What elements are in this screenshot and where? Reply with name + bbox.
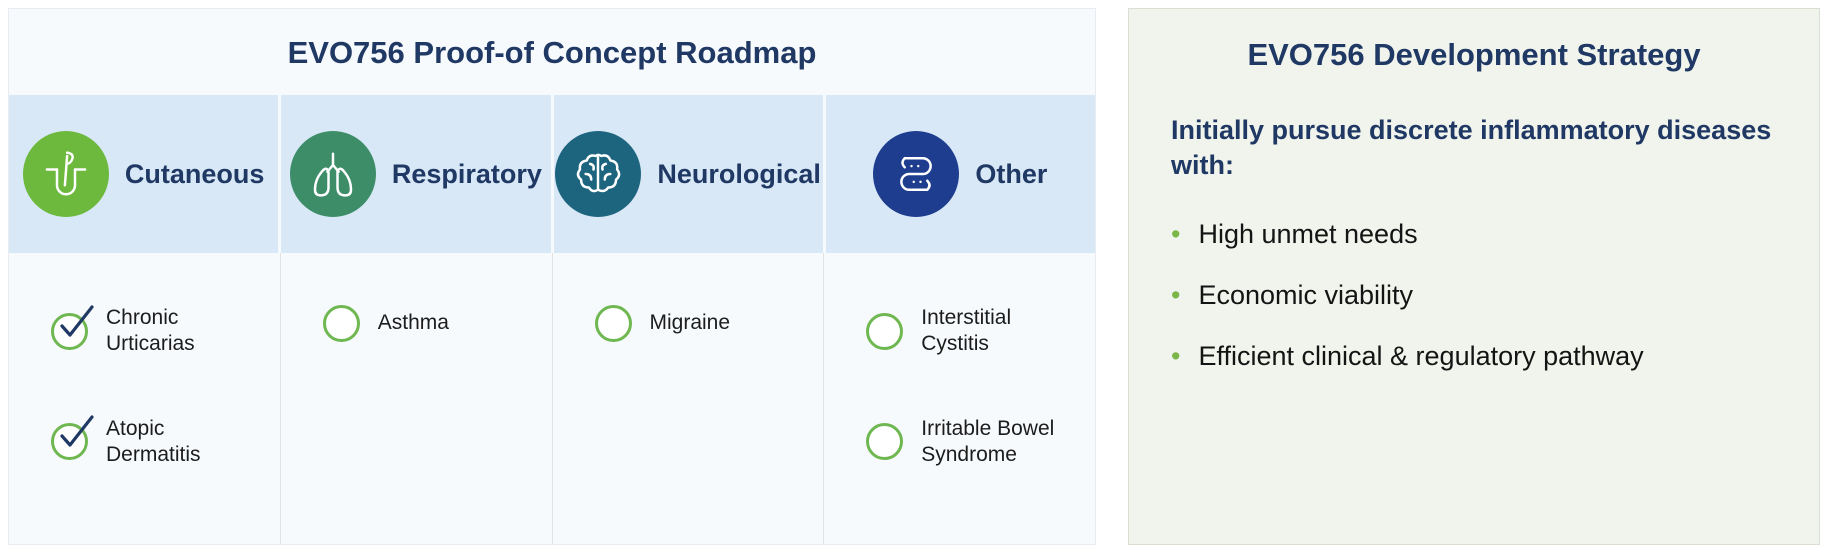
disease-item-interstitial-cystitis: Interstitial Cystitis <box>866 305 1077 358</box>
disease-item-asthma: Asthma <box>322 305 534 342</box>
strategy-bullet-item: • High unmet needs <box>1171 217 1777 252</box>
cutaneous-circle <box>22 131 109 217</box>
strategy-bullet-item: • Economic viability <box>1171 278 1777 313</box>
strategy-bullet-text: Economic viability <box>1198 280 1414 311</box>
disease-item-migraine: Migraine <box>594 305 806 342</box>
checkbox-icon <box>866 423 904 461</box>
disease-item-irritable-bowel-syndrome: Irritable Bowel Syndrome <box>866 416 1077 469</box>
roadmap-panel: EVO756 Proof-of Concept Roadmap Cutaneou… <box>8 8 1096 545</box>
neurological-list: Migraine <box>551 253 824 544</box>
other-label: Other <box>975 158 1048 189</box>
disease-list-band: Chronic Urticarias Atopic Dermatitis Ast… <box>9 253 1095 544</box>
disease-label: Interstitial Cystitis <box>921 306 1012 356</box>
checkbox-icon <box>594 305 632 342</box>
bullet-dot-icon: • <box>1171 341 1181 372</box>
category-other: Other <box>822 95 1095 253</box>
checkbox-icon <box>322 305 360 342</box>
respiratory-circle <box>289 131 376 217</box>
strategy-intro: Initially pursue discrete inflammatory d… <box>1171 115 1772 181</box>
disease-item-chronic-urticarias: Chronic Urticarias <box>51 305 262 358</box>
bullet-dot-icon: • <box>1171 219 1181 250</box>
cutaneous-label: Cutaneous <box>124 158 265 189</box>
disease-item-atopic-dermatitis: Atopic Dermatitis <box>51 415 262 469</box>
intestine-icon <box>900 157 933 191</box>
other-list: Interstitial Cystitis Irritable Bowel Sy… <box>823 253 1095 544</box>
brain-icon <box>577 153 621 193</box>
disease-label: Irritable Bowel Syndrome <box>921 416 1055 466</box>
cutaneous-list: Chronic Urticarias Atopic Dermatitis <box>9 253 280 544</box>
strategy-bullet-list: • High unmet needs • Economic viability … <box>1171 217 1777 374</box>
strategy-bullet-text: Efficient clinical & regulatory pathway <box>1198 341 1644 372</box>
category-cutaneous: Cutaneous <box>9 95 279 253</box>
disease-label: Atopic Dermatitis <box>106 416 201 466</box>
follicle-icon <box>45 151 87 196</box>
disease-label: Migraine <box>649 311 731 335</box>
lungs-icon <box>313 152 353 197</box>
strategy-panel: EVO756 Development Strategy Initially pu… <box>1128 8 1820 545</box>
strategy-title: EVO756 Development Strategy <box>1247 37 1701 72</box>
bullet-dot-icon: • <box>1171 280 1181 311</box>
other-circle <box>873 131 960 217</box>
respiratory-list: Asthma <box>279 253 552 544</box>
category-neurological: Neurological <box>550 95 823 253</box>
checkbox-icon <box>866 312 904 350</box>
disease-label: Asthma <box>377 311 449 335</box>
checkbox-icon <box>51 305 94 350</box>
category-respiratory: Respiratory <box>278 95 551 253</box>
strategy-bullet-item: • Efficient clinical & regulatory pathwa… <box>1171 339 1777 374</box>
respiratory-label: Respiratory <box>391 158 542 189</box>
checkbox-icon <box>51 415 94 461</box>
disease-label: Chronic Urticarias <box>106 306 195 356</box>
neurological-circle <box>555 131 642 217</box>
roadmap-title: EVO756 Proof-of Concept Roadmap <box>287 35 817 70</box>
strategy-bullet-text: High unmet needs <box>1198 219 1418 250</box>
category-header-band: Cutaneous Respiratory <box>9 95 1095 253</box>
neurological-label: Neurological <box>657 158 821 189</box>
